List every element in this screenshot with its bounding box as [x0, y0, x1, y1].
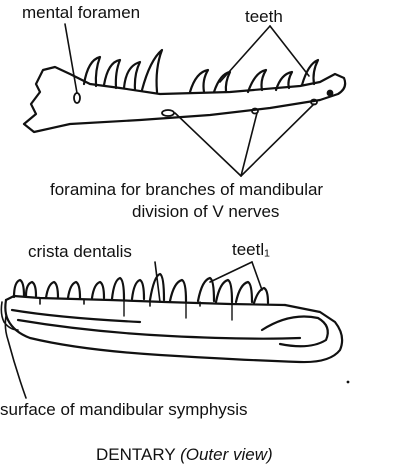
symphysis-surface: [1, 302, 18, 330]
label-crista-dentalis: crista dentalis: [28, 243, 132, 260]
caption-main: DENTARY: [96, 445, 175, 464]
label-mandibular-symphysis: surface of mandibular symphysis: [0, 401, 248, 418]
stray-dot: [347, 381, 350, 384]
label-mental-foramen: mental foramen: [22, 4, 140, 21]
figure-caption: DENTARY (Outer view): [96, 446, 273, 463]
lower-dentary-outline: [5, 296, 342, 362]
label-foramina-line2: division of V nerves: [132, 203, 279, 220]
label-lower-teeth: teetl₁: [232, 241, 270, 258]
label-foramina-line1: foramina for branches of mandibular: [50, 181, 323, 198]
caption-sub: (Outer view): [180, 445, 273, 464]
label-upper-teeth: teeth: [245, 8, 283, 25]
upper-teeth: [84, 50, 318, 92]
upper-leader-lines: [65, 24, 314, 176]
lower-teeth: [14, 274, 268, 320]
